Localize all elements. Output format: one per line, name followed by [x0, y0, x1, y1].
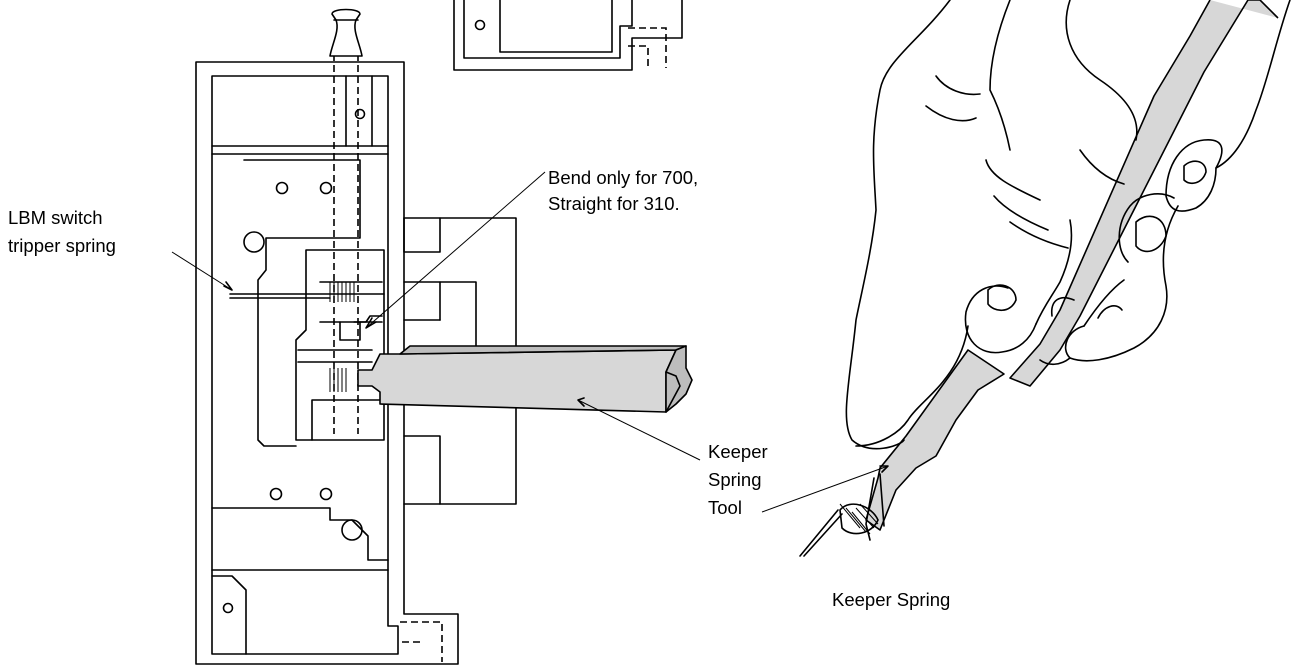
bend-label-line1: Bend only for 700, [548, 167, 698, 188]
upper-screw-hole [474, 19, 486, 31]
keeper-spring-label: Keeper Spring [832, 589, 950, 610]
leader-lines [171, 171, 889, 513]
spindle-knob [329, 8, 363, 57]
tool-label-line2: Spring [708, 469, 761, 490]
tool-label-line1: Keeper [708, 441, 768, 462]
lower-hole-2 [319, 487, 333, 501]
lock-housing [195, 8, 459, 665]
plate-hole-2 [319, 181, 333, 195]
keeper-spring-tool-held [865, 349, 1005, 531]
lbm-label-line2: tripper spring [8, 235, 116, 256]
top-screw-hole [354, 108, 366, 120]
bend-label-line2: Straight for 310. [548, 193, 680, 214]
upper-housing-fragment [453, 0, 683, 71]
plate-hole-1 [275, 181, 289, 195]
hand-with-tool [799, 0, 1291, 557]
lower-hole-1 [269, 487, 283, 501]
plate-hole-3 [243, 231, 265, 253]
lbm-leader [171, 251, 233, 291]
held-tool-leader [761, 465, 889, 513]
bottom-screw-hole [222, 602, 234, 614]
tool-label-line3: Tool [708, 497, 742, 518]
lower-hole-3 [341, 519, 363, 541]
lbm-label-line1: LBM switch [8, 207, 103, 228]
bend-leader [365, 171, 546, 329]
keeper-spring-coil [839, 503, 879, 535]
tool-leader [577, 399, 701, 461]
keeper-spring-tool-inserted [357, 345, 693, 413]
